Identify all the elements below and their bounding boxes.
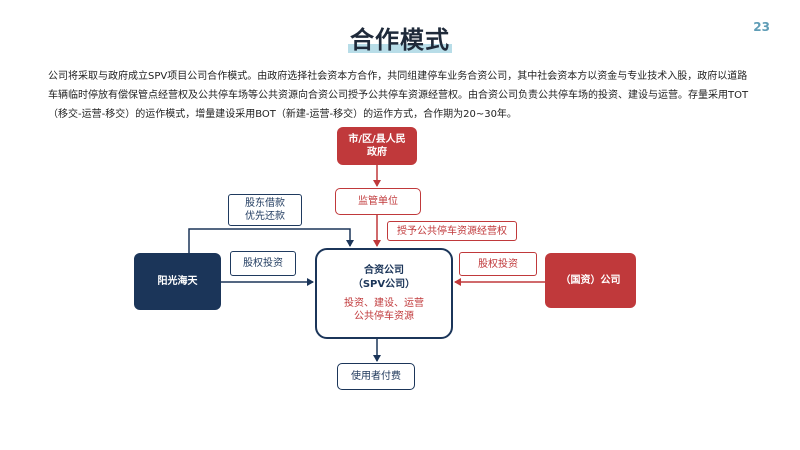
- yangguang-box: 阳光海天: [134, 253, 221, 310]
- arrow-loan-loop: [188, 228, 354, 253]
- title-block: 合作模式: [0, 14, 800, 54]
- loan-line1: 股东借款: [245, 198, 285, 209]
- title-highlight: [348, 44, 452, 53]
- user-pays-box: 使用者付费: [337, 363, 415, 390]
- page-title: 合作模式: [350, 26, 450, 54]
- page-number: 23: [753, 20, 770, 34]
- grant-label: 授予公共停车资源经营权: [387, 221, 517, 241]
- jv-box: 合资公司 （SPV公司） 投资、建设、运营 公共停车资源: [315, 248, 453, 339]
- government-line1: 市/区/县人民: [348, 134, 406, 145]
- jv-desc-line1: 投资、建设、运营: [344, 298, 424, 309]
- equity-right-label: 股权投资: [459, 252, 537, 276]
- government-line2: 政府: [367, 147, 387, 158]
- jv-name-line2: （SPV公司）: [352, 279, 416, 290]
- intro-paragraph: 公司将采取与政府成立SPV项目公司合作模式。由政府选择社会资本方合作，共同组建停…: [48, 71, 749, 120]
- guozi-box: （国资）公司: [545, 253, 636, 308]
- government-box: 市/区/县人民 政府: [337, 127, 417, 165]
- equity-left-label: 股权投资: [230, 251, 296, 276]
- jv-desc-line2: 公共停车资源: [354, 311, 414, 322]
- jv-name-line1: 合资公司: [364, 265, 404, 276]
- loan-label-box: 股东借款 优先还款: [228, 194, 302, 226]
- loan-line2: 优先还款: [245, 211, 285, 222]
- supervisor-box: 监管单位: [335, 188, 421, 215]
